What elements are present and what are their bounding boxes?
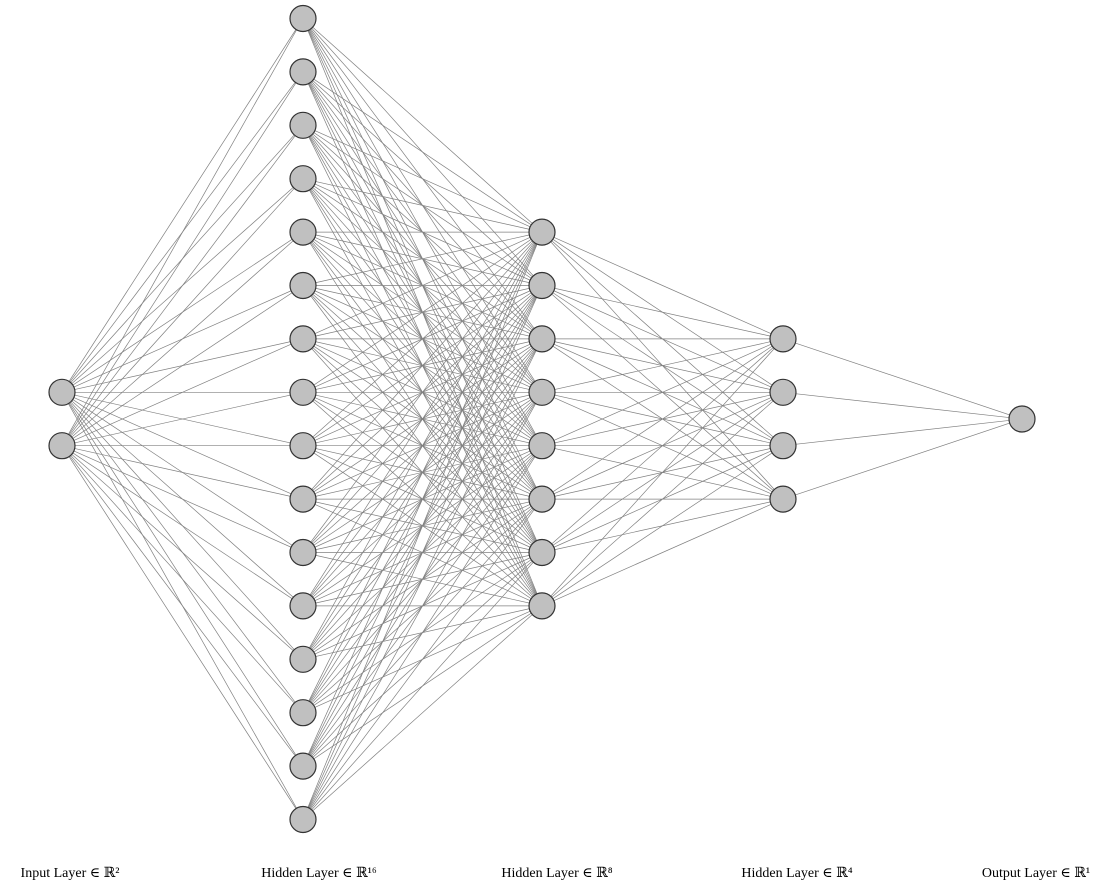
neuron-layer1-1 (289, 58, 317, 86)
neuron-layer1-13 (289, 699, 317, 727)
connection-l0-n1-to-l1-n3 (61, 178, 304, 446)
neuron-layer2-5 (528, 485, 556, 513)
neuron-layer1-0 (289, 4, 317, 33)
neuron-layer2-4 (528, 432, 556, 460)
neuron-layer2-2 (528, 325, 556, 353)
connection-l1-n2-to-l2-n0 (302, 124, 543, 233)
connection-l1-n5-to-l2-n0 (302, 231, 543, 286)
layer-label-hidden-3: Hidden Layer ∈ ℝ⁴ (741, 866, 852, 881)
connection-l1-n3-to-l2-n0 (302, 178, 543, 233)
connection-l0-n0-to-l1-n0 (61, 18, 304, 393)
connection-l1-n15-to-l2-n7 (302, 605, 543, 820)
connection-l3-n1-to-l4-n0 (782, 391, 1023, 420)
connection-l1-n15-to-l2-n3 (302, 392, 543, 820)
connection-l2-n7-to-l3-n2 (541, 445, 784, 607)
connection-l2-n6-to-l3-n0 (541, 338, 784, 553)
layer-label-hidden-2: Hidden Layer ∈ ℝ⁸ (501, 866, 612, 881)
connection-l2-n1-to-l3-n0 (541, 285, 784, 340)
connection-l0-n1-to-l1-n0 (61, 18, 304, 446)
connection-l2-n7-to-l3-n1 (541, 392, 784, 607)
neurons-group (48, 4, 1036, 834)
neuron-layer3-2 (769, 432, 797, 460)
neuron-layer3-0 (769, 325, 797, 353)
neuron-layer2-1 (528, 271, 556, 300)
connection-l0-n1-to-l1-n11 (61, 445, 304, 607)
connection-l2-n0-to-l3-n0 (541, 231, 784, 340)
connection-l2-n7-to-l3-n3 (541, 498, 784, 607)
connection-l1-n15-to-l2-n5 (302, 498, 543, 820)
connection-l1-n15-to-l2-n6 (302, 552, 543, 820)
neuron-layer4-0 (1008, 405, 1036, 433)
connection-l0-n1-to-l1-n5 (61, 285, 304, 446)
connection-l0-n1-to-l1-n9 (61, 445, 304, 500)
neuron-layer2-3 (528, 378, 556, 406)
connection-l0-n1-to-l1-n2 (61, 125, 304, 446)
neuron-layer3-3 (769, 485, 797, 513)
layer-label-input: Input Layer ∈ ℝ² (21, 866, 120, 881)
connection-l0-n1-to-l1-n6 (61, 338, 304, 447)
connection-l0-n1-to-l1-n7 (61, 391, 304, 447)
layer-labels-group: Input Layer ∈ ℝ² Hidden Layer ∈ ℝ¹⁶ Hidd… (21, 866, 1091, 881)
connection-l1-n12-to-l2-n0 (302, 231, 543, 660)
connection-l1-n15-to-l2-n4 (302, 445, 543, 820)
connections-group (61, 18, 1023, 820)
neuron-layer3-1 (769, 378, 797, 406)
connection-l0-n1-to-l1-n1 (61, 71, 304, 446)
connection-l1-n1-to-l2-n0 (302, 71, 543, 233)
neuron-layer0-1 (48, 432, 76, 460)
connection-l3-n0-to-l4-n0 (782, 338, 1023, 420)
connection-l1-n15-to-l2-n0 (302, 231, 543, 820)
connection-l0-n1-to-l1-n12 (61, 445, 304, 660)
layer-label-hidden-1: Hidden Layer ∈ ℝ¹⁶ (261, 866, 377, 881)
neuron-layer1-9 (289, 485, 317, 513)
neuron-layer1-4 (289, 218, 317, 246)
connection-l1-n8-to-l2-n0 (302, 231, 543, 446)
neuron-layer2-7 (528, 592, 556, 620)
neuron-layer1-14 (289, 752, 317, 780)
neuron-layer1-15 (289, 805, 317, 834)
connection-l1-n13-to-l2-n0 (302, 231, 543, 713)
neuron-layer0-0 (48, 378, 76, 406)
connection-l3-n2-to-l4-n0 (782, 418, 1023, 447)
connection-l1-n6-to-l2-n0 (302, 231, 543, 340)
connection-l2-n5-to-l3-n0 (541, 338, 784, 500)
connection-l2-n7-to-l3-n0 (541, 338, 784, 607)
neuron-layer1-2 (289, 111, 317, 139)
connection-l2-n3-to-l3-n0 (541, 338, 784, 393)
neuron-layer1-11 (289, 592, 317, 620)
connection-l1-n11-to-l2-n0 (302, 231, 543, 607)
neuron-layer1-12 (289, 645, 317, 673)
connection-l3-n3-to-l4-n0 (782, 418, 1023, 500)
neuron-layer1-10 (289, 538, 317, 567)
connection-l0-n1-to-l1-n15 (61, 445, 304, 820)
neuron-layer2-0 (528, 218, 556, 246)
connection-l0-n1-to-l1-n4 (61, 231, 304, 446)
neuron-layer1-5 (289, 271, 317, 300)
connection-l1-n10-to-l2-n0 (302, 231, 543, 553)
connection-l1-n9-to-l2-n0 (302, 231, 543, 500)
neuron-layer2-6 (528, 538, 556, 567)
connection-l0-n1-to-l1-n13 (61, 445, 304, 713)
neuron-layer1-8 (289, 432, 317, 460)
connection-l2-n4-to-l3-n0 (541, 338, 784, 447)
connection-l1-n0-to-l2-n0 (302, 18, 543, 233)
connection-l1-n14-to-l2-n0 (302, 231, 543, 767)
neuron-layer1-6 (289, 325, 317, 353)
connection-l0-n1-to-l1-n10 (61, 445, 304, 553)
connection-l0-n1-to-l1-n14 (61, 445, 304, 767)
neuron-layer1-7 (289, 378, 317, 406)
connection-l1-n7-to-l2-n0 (302, 231, 543, 393)
connection-l1-n15-to-l2-n1 (302, 285, 543, 820)
connection-l1-n15-to-l2-n2 (302, 338, 543, 820)
layer-label-output: Output Layer ∈ ℝ¹ (982, 866, 1090, 881)
neuron-layer1-3 (289, 165, 317, 193)
